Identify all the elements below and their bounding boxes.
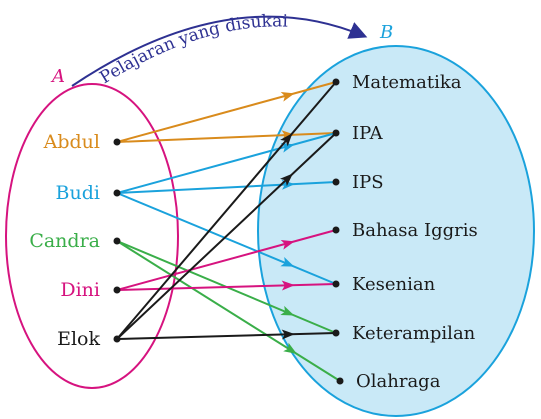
relation-budi-kesenian: [116, 192, 337, 285]
relation-line: [116, 132, 337, 194]
relation-line: [116, 240, 341, 382]
relation-arrowhead: [280, 91, 295, 102]
relation-dini-kesenian: [116, 280, 337, 291]
point-candra: [113, 237, 121, 245]
relation-arrowhead: [280, 133, 293, 147]
relation-dini-bahasa: [116, 229, 337, 291]
points-layer: [113, 78, 344, 385]
set-b-name: B: [379, 22, 393, 43]
relation-arrowhead: [280, 239, 295, 250]
top-arc: [71, 15, 368, 87]
set-a-name: A: [50, 66, 65, 87]
label-keterampilan: Keterampilan: [352, 323, 476, 344]
label-bahasa: Bahasa Iggris: [352, 220, 478, 241]
relation-budi-ipa: [116, 132, 337, 194]
relation-arrowhead: [280, 257, 295, 267]
set-a-ellipse: [5, 83, 179, 389]
relation-elok-matematika: [116, 81, 337, 340]
point-matematika: [332, 78, 340, 86]
relation-candra-olahraga: [116, 240, 341, 382]
relation-line: [116, 229, 337, 291]
label-candra: Candra: [29, 230, 100, 252]
label-elok: Elok: [57, 328, 100, 350]
set-b-ellipse: [257, 45, 535, 417]
point-bahasa: [332, 226, 340, 234]
relation-line: [116, 81, 337, 143]
label-matematika: Matematika: [352, 72, 462, 93]
point-abdul: [113, 138, 121, 146]
label-ips: IPS: [352, 172, 384, 193]
point-kesenian: [332, 280, 340, 288]
relation-elok-ipa: [116, 132, 337, 340]
relation-line: [116, 283, 337, 291]
label-dini: Dini: [60, 279, 100, 301]
arc-label-text: Pelajaran yang disukai: [96, 11, 289, 88]
label-budi: Budi: [56, 182, 100, 204]
point-ipa: [332, 129, 340, 137]
label-ipa: IPA: [352, 123, 384, 144]
label-olahraga: Olahraga: [356, 371, 441, 392]
relation-line: [116, 132, 337, 340]
relations-layer: [116, 81, 341, 382]
point-dini: [113, 286, 121, 294]
relation-arrowhead: [281, 329, 295, 340]
relation-line: [116, 332, 337, 340]
label-abdul: Abdul: [43, 131, 100, 153]
relation-arrowhead: [280, 142, 295, 153]
relation-line: [116, 132, 337, 143]
point-budi: [113, 189, 121, 197]
relation-line: [116, 181, 337, 194]
relation-arrowhead: [281, 280, 295, 291]
relation-line: [116, 192, 337, 285]
relation-arrowhead: [280, 173, 293, 187]
relation-arrowhead: [283, 342, 297, 354]
relation-arrowhead: [280, 305, 295, 316]
relation-abdul-matematika: [116, 81, 337, 143]
point-ips: [332, 178, 340, 186]
point-keterampilan: [332, 329, 340, 337]
relation-line: [116, 81, 337, 340]
arc-label: Pelajaran yang disukai: [96, 11, 289, 88]
point-olahraga: [336, 377, 344, 385]
relation-elok-keterampilan: [116, 329, 337, 340]
label-kesenian: Kesenian: [352, 274, 436, 295]
point-elok: [113, 335, 121, 343]
